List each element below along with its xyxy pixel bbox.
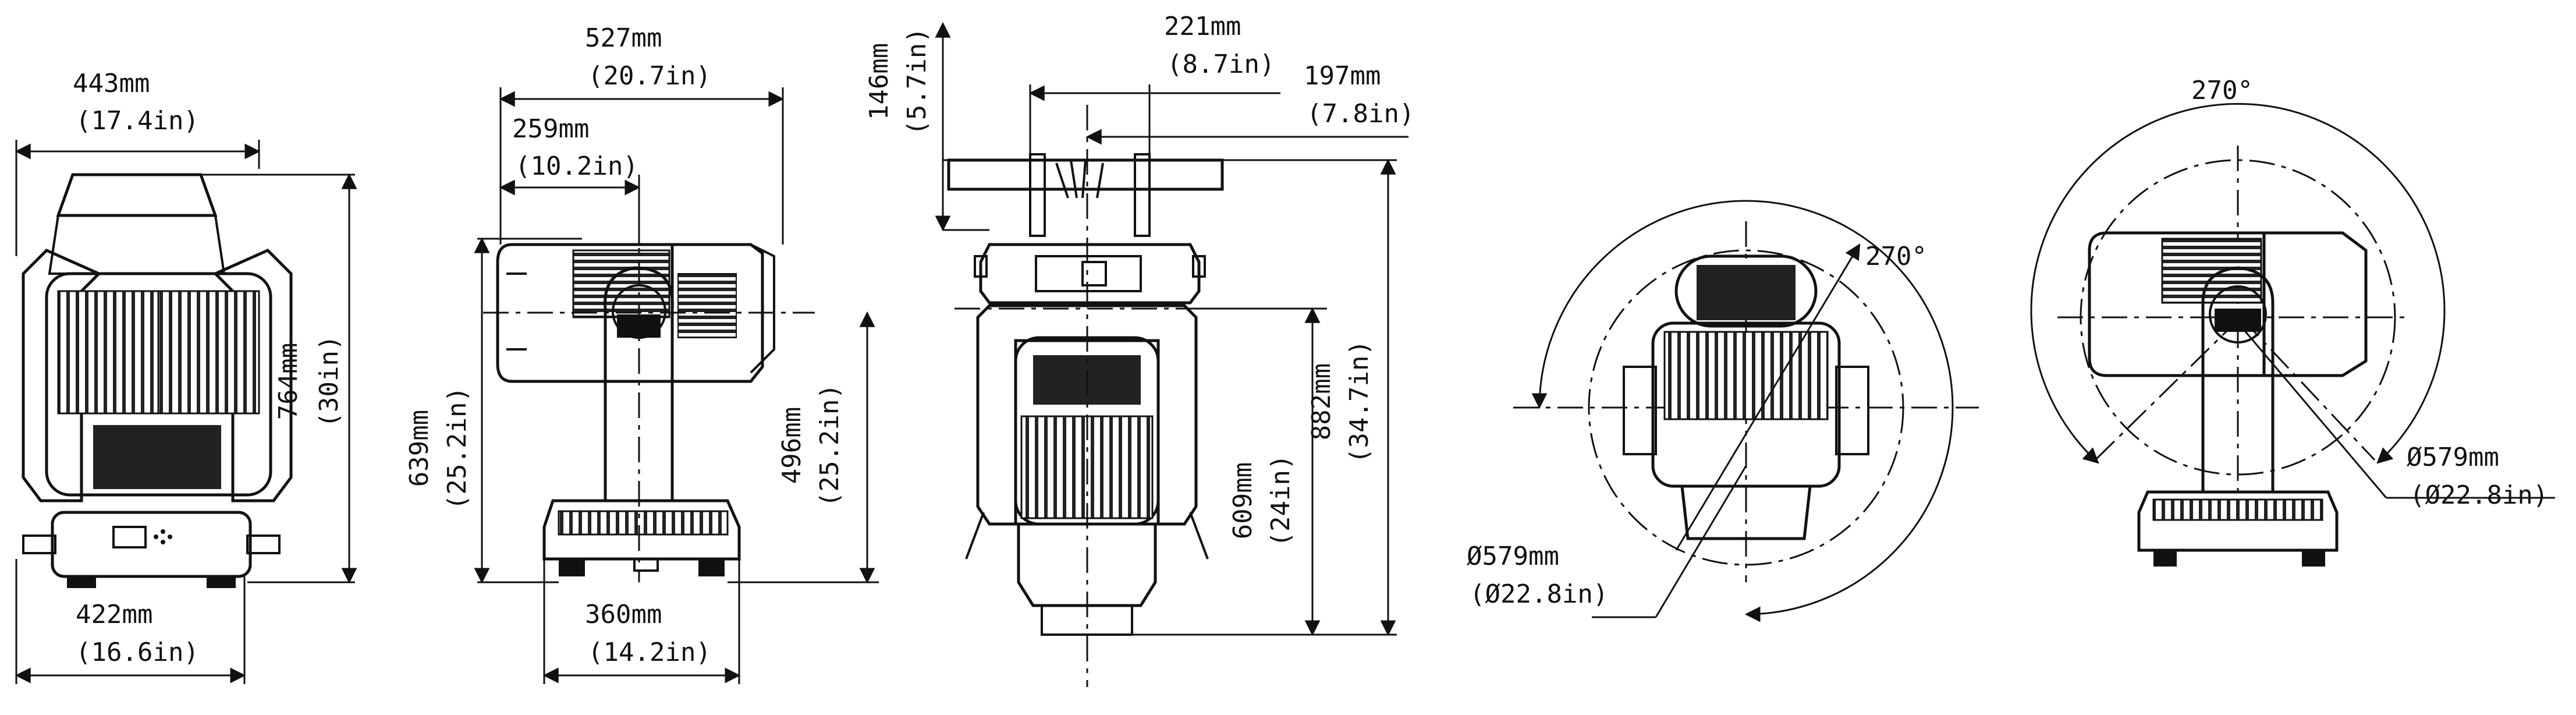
hanging-view-fixture <box>947 153 1224 636</box>
clamp-spacing-mm: 221mm <box>1164 12 1241 41</box>
front-base-in: (16.6in) <box>76 638 199 667</box>
side-rear-mm: 259mm <box>512 114 589 144</box>
side-pivot-height-mm: 639mm <box>405 410 434 487</box>
top-diameter-in: (Ø22.8in) <box>1470 579 1608 609</box>
hang-height-in: (24in) <box>1266 455 1296 547</box>
top-rotation-view: 270° Ø579mm (Ø22.8in) <box>1467 200 1979 622</box>
side-base-in: (14.2in) <box>588 638 711 667</box>
side-rotation-fixture <box>2088 231 2368 567</box>
side-diameter-mm: Ø579mm <box>2407 443 2499 472</box>
side-diameter-in: (Ø22.8in) <box>2410 480 2548 510</box>
clamp-spacing-in: (8.7in) <box>1167 49 1275 79</box>
front-view: 443mm (17.4in) 764mm (30in) 422mm (16.6i… <box>15 69 357 684</box>
top-rotation-fixture <box>1623 254 1869 540</box>
top-diameter-mm: Ø579mm <box>1467 541 1559 571</box>
side-arm-height-in: (25.2in) <box>815 384 845 507</box>
side-view: 527mm (20.7in) 259mm (10.2in) 639mm (25.… <box>405 23 879 684</box>
side-angle: 270° <box>2191 76 2253 105</box>
side-rear-in: (10.2in) <box>515 151 638 181</box>
side-pivot-height-in: (25.2in) <box>442 387 472 510</box>
side-arm-height-mm: 496mm <box>777 407 807 484</box>
side-view-fixture <box>496 243 775 576</box>
side-rotation-arc <box>2030 103 2446 464</box>
front-height-mm: 764mm <box>274 343 303 420</box>
front-height-in: (30in) <box>314 335 344 428</box>
top-rotation-arc <box>1531 200 1954 622</box>
hang-height-mm: 609mm <box>1228 462 1258 539</box>
side-depth-in: (20.7in) <box>588 61 711 91</box>
clamp-height-in: (5.7in) <box>902 27 932 135</box>
clamp-height-mm: 146mm <box>864 43 894 120</box>
hanging-view: 146mm (5.7in) 221mm (8.7in) 197mm (7.8in… <box>864 12 1414 687</box>
front-view-fixture <box>22 173 293 588</box>
total-height-mm: 882mm <box>1307 363 1336 440</box>
side-base-mm: 360mm <box>585 600 662 629</box>
side-depth-mm: 527mm <box>585 23 662 53</box>
top-angle-leader <box>1675 243 1861 551</box>
clamp-offset-mm: 197mm <box>1304 61 1381 91</box>
front-width-mm: 443mm <box>73 69 150 98</box>
top-angle: 270° <box>1865 242 1927 271</box>
front-width-in: (17.4in) <box>76 106 199 136</box>
front-base-mm: 422mm <box>76 600 152 629</box>
total-height-in: (34.7in) <box>1344 340 1374 463</box>
clamp-offset-in: (7.8in) <box>1307 99 1414 129</box>
side-rotation-view: 270° Ø579mm (Ø22.8in) <box>2030 76 2555 567</box>
